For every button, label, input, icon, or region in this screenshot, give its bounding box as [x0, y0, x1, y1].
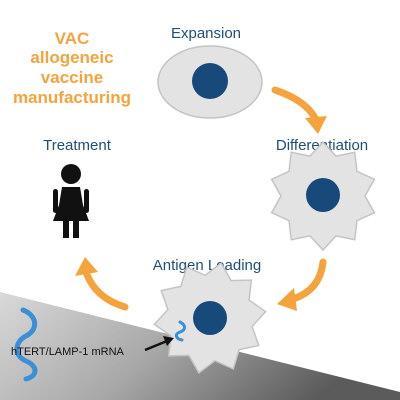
person-icon — [53, 164, 89, 238]
arrowhead-differentiation — [305, 116, 327, 134]
expansion-cell — [157, 45, 263, 119]
antigen-loading-cell — [153, 261, 267, 375]
arrow-expansion-to-differentiation — [271, 86, 319, 122]
step-label-expansion: Expansion — [171, 25, 241, 42]
mrna-strand-icon — [14, 307, 38, 382]
arrow-antigen-to-treatment — [82, 268, 129, 311]
pointer-arrow-icon — [144, 336, 174, 352]
arrowhead-treatment — [75, 257, 98, 276]
title-line-3: vaccine — [41, 68, 103, 87]
mrna-uptake-icon — [174, 320, 186, 342]
title-line-2: allogeneic — [30, 48, 113, 67]
mrna-label: hTERT/LAMP-1 mRNA — [11, 346, 125, 358]
differentiation-cell-nucleus — [306, 178, 340, 212]
differentiation-cell — [270, 140, 376, 252]
antigen-loading-cell-nucleus — [193, 301, 227, 335]
title-line-4: manufacturing — [13, 88, 131, 107]
title-line-1: VAC — [55, 29, 90, 48]
diagram-title: VAC allogeneic vaccine manufacturing — [13, 29, 131, 107]
expansion-cell-nucleus — [192, 63, 228, 99]
cycle-arrowheads — [75, 116, 327, 311]
cycle-arrows — [82, 86, 327, 311]
arrow-differentiation-to-antigen — [289, 258, 327, 303]
arrowhead-antigen — [277, 288, 297, 311]
step-label-antigen-loading: Antigen Loading — [153, 257, 261, 274]
step-label-treatment: Treatment — [43, 137, 112, 154]
